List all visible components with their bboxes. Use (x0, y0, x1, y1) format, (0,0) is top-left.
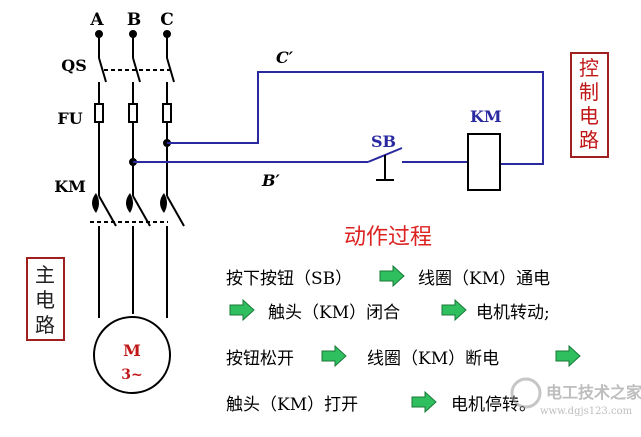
motor-m-label: M (123, 341, 141, 360)
control-box-char-1: 控 (579, 56, 599, 80)
motor-phase-label: 3~ (121, 367, 142, 383)
arrow-icon (411, 391, 437, 413)
watermark-name: 电工技术之家 (546, 383, 641, 402)
arrow-icon (441, 299, 467, 321)
km-main-label: KM (54, 177, 86, 196)
phase-c-label: C (160, 10, 174, 30)
main-box-char-2: 电 (35, 288, 55, 312)
main-circuit (90, 30, 185, 318)
control-box-char-2: 制 (579, 80, 599, 104)
process-line-1: 按下按钮（SB） 线圈（KM）通电 (226, 265, 550, 289)
c-prime-label: C′ (276, 48, 294, 67)
control-circuit-box: 控 制 电 路 (570, 52, 609, 158)
main-box-char-1: 主 (35, 263, 55, 287)
process-line-1-b: 线圈（KM）通电 (418, 269, 550, 289)
fu-label: FU (57, 109, 82, 128)
process-line-2-c: 电机转动; (476, 303, 550, 323)
process-title: 动作过程 (344, 225, 432, 250)
watermark-url: www.dgjs123.com (540, 406, 633, 417)
b-prime-label: B′ (261, 171, 281, 190)
phase-a-label: A (89, 10, 104, 30)
process-line-1-a: 按下按钮（SB） (226, 269, 352, 289)
phase-b-label: B (127, 10, 141, 30)
main-box-char-3: 路 (35, 313, 55, 337)
km-coil-label: KM (470, 107, 502, 126)
process-line-3: 按钮松开 线圈（KM）断电 (226, 345, 581, 369)
process-line-2-b: 触头（KM）闭合 (268, 303, 400, 323)
sb-label: SB (371, 132, 396, 151)
process-line-4-a: 触头（KM）打开 (226, 395, 358, 415)
process-line-4-b: 电机停转。 (451, 395, 536, 415)
watermark-logo-icon (510, 377, 542, 409)
control-box-char-3: 电 (579, 104, 599, 128)
watermark: 电工技术之家 www.dgjs123.com (510, 377, 641, 417)
arrow-icon (229, 299, 255, 321)
control-circuit (129, 71, 544, 191)
main-circuit-box: 主 电 路 (26, 257, 65, 341)
motor: M 3~ (93, 316, 171, 394)
qs-label: QS (61, 56, 87, 75)
arrow-icon (379, 265, 405, 287)
process-line-3-a: 按钮松开 (226, 349, 294, 369)
arrow-icon (321, 345, 347, 367)
control-box-char-4: 路 (579, 128, 599, 152)
km-contact-arcs (92, 193, 167, 213)
process-line-2: 触头（KM）闭合 电机转动; (229, 299, 550, 323)
process-line-3-b: 线圈（KM）断电 (367, 349, 499, 369)
process-line-4: 触头（KM）打开 电机停转。 (226, 391, 536, 415)
arrow-icon (555, 345, 581, 367)
